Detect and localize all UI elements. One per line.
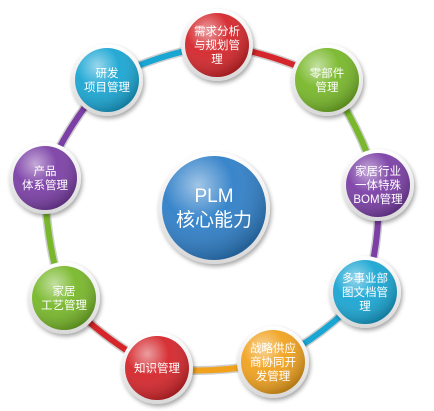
node-label: 发管理 [256,369,291,383]
node-label: 家居 [53,284,76,298]
node-gloss [333,260,397,324]
node-knowledge: 知识管理 [121,332,193,404]
node-label: 理 [211,53,223,66]
node-label: 与规划管 [194,38,240,52]
node-label: 零部件 [310,66,345,80]
node-gloss [185,13,249,77]
node-gloss [32,266,96,330]
node-label: 产品 [34,164,57,178]
node-label: 知识管理 [134,361,180,375]
node-gloss [346,153,410,217]
node-gloss [295,48,359,112]
node-label: 研发 [96,66,119,80]
node-label: 项目管理 [84,80,130,94]
node-label: 需求分析 [194,24,240,38]
center-label: 核心能力 [176,209,252,231]
node-label: BOM管理 [353,192,403,206]
node-label: 多事业部 [342,271,388,285]
node-label: 一体特殊 [355,178,401,192]
node-label: 管理 [316,80,339,94]
node-label: 理 [359,300,371,313]
center-gloss [162,156,266,260]
node-layer: 需求分析与规划管理零部件管理家居行业一体特殊BOM管理多事业部图文档管理战略供应… [9,9,414,404]
node-gloss [241,330,305,394]
node-gloss [125,336,189,400]
node-label: 商协同开 [250,355,296,369]
node-label: 家居行业 [355,164,401,178]
node-label: 体系管理 [22,178,68,192]
center-label: PLM [194,186,233,207]
node-label: 战略供应 [250,341,296,355]
node-label: 工艺管理 [41,298,87,312]
node-gloss [75,48,139,112]
node-label: 图文档管 [342,285,388,299]
node-gloss [13,146,77,210]
